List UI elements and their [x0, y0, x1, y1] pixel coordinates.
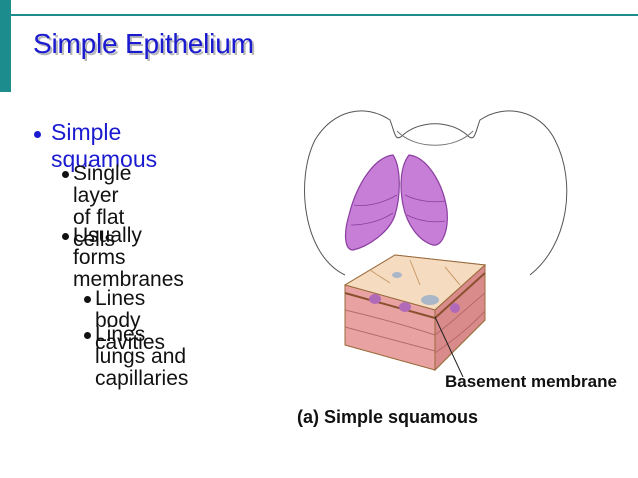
- bullet-text: Simple squamous: [51, 119, 158, 172]
- bullet-text: Single layer of flat cells: [73, 162, 132, 251]
- bullet-dot-icon: [62, 233, 69, 240]
- leader-line: [434, 316, 464, 378]
- accent-bar: [0, 0, 11, 92]
- epithelium-illustration: [304, 110, 568, 378]
- figure-caption: (a) Simple squamous: [297, 407, 479, 427]
- bullet-text: Usually forms membranes: [73, 224, 184, 291]
- top-rule: [11, 14, 638, 16]
- epithelium-figure: Basement membrane (a) Simple squamous: [285, 95, 635, 435]
- bullet-lungs-capillaries: Lines lungs and capillaries: [84, 324, 188, 390]
- slide-title: Simple Epithelium: [33, 28, 254, 59]
- epithelium-block-icon: [343, 254, 487, 372]
- bullet-text: Lines body cavities: [95, 287, 166, 354]
- bullet-dot-icon: [84, 332, 91, 339]
- bullet-simple-squamous: Simple squamous: [34, 119, 157, 173]
- bullet-single-layer: Single layer of flat cells: [62, 163, 131, 251]
- bullet-dot-icon: [34, 131, 41, 138]
- bullet-membranes: Usually forms membranes: [62, 225, 184, 291]
- lungs-icon: [344, 154, 448, 251]
- bullet-dot-icon: [84, 296, 91, 303]
- basement-membrane-label: Basement membrane: [445, 372, 617, 391]
- bullet-text: Lines lungs and capillaries: [95, 323, 189, 390]
- torso-outline-icon: [304, 110, 568, 276]
- bullet-dot-icon: [62, 171, 69, 178]
- bullet-body-cavities: Lines body cavities: [84, 288, 165, 354]
